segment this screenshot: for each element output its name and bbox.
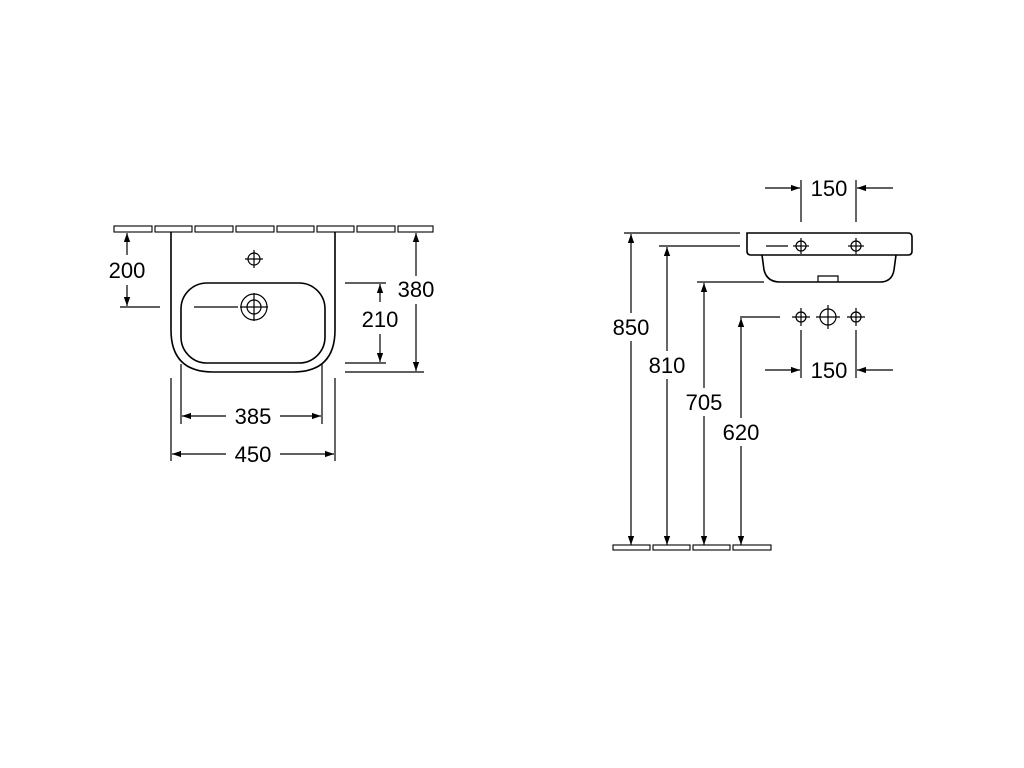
dim-450-label: 450 [235,442,272,467]
dim-810-label: 810 [649,353,686,378]
dim-200-label: 200 [109,258,146,283]
dim-150-bottom: 150 [765,330,893,383]
dim-150-top: 150 [765,176,893,222]
basin-side-profile [746,232,913,283]
dim-200: 200 [109,233,160,308]
dim-620: 620 [723,318,760,545]
dim-620-label: 620 [723,420,760,445]
dim-810: 810 [649,247,686,545]
dim-385-label: 385 [235,404,272,429]
dim-380-label: 380 [398,277,435,302]
dim-210-label: 210 [362,307,399,332]
front-view: 200 210 380 385 [109,225,435,467]
dim-850-label: 850 [613,315,650,340]
floor-tiles [612,544,772,551]
dim-705-label: 705 [686,390,723,415]
supply-valve-icon [792,308,810,326]
dim-450: 450 [170,378,336,467]
dim-150-bottom-label: 150 [811,358,848,383]
drain-icon [240,293,268,321]
supply-valve-icon [847,308,865,326]
dim-385: 385 [180,364,323,429]
tap-hole-icon [793,238,809,254]
tap-hole-icon [245,250,263,268]
tap-hole-icon [848,238,864,254]
side-view: 150 [612,176,913,551]
waste-outlet-icon [816,305,840,329]
dim-210: 210 [345,282,399,364]
basin-bowl [180,282,326,364]
dim-850: 850 [613,234,650,545]
supply-connections [740,305,865,329]
dim-705: 705 [686,283,723,545]
wall-tiles-top [113,225,434,233]
dim-150-top-label: 150 [811,176,848,201]
dim-380: 380 [345,233,435,373]
basin-outline [170,232,336,373]
